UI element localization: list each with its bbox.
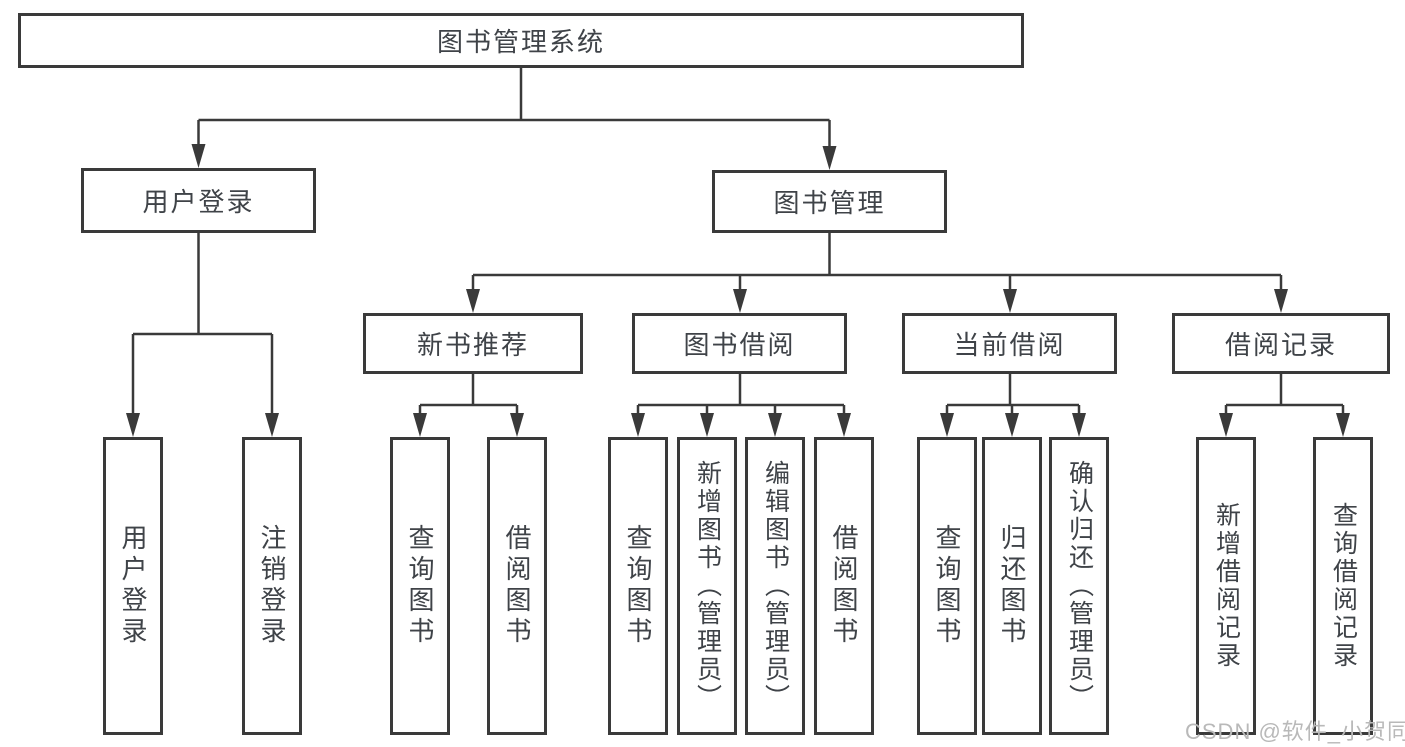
node-current-borrow-label: 当前借阅	[953, 330, 1066, 360]
node-book-management-label: 图书管理	[773, 188, 886, 218]
wire-borrow-records-children	[1219, 374, 1350, 437]
leaf-current-query-books-label: 查询图书	[932, 524, 962, 648]
leaf-current-confirm-return-admin-label: 确认归还（管理员）	[1065, 460, 1094, 712]
node-book-management: 图书管理	[712, 170, 947, 233]
leaf-user-login-label: 用户登录	[118, 524, 148, 648]
node-new-book-recommend-label: 新书推荐	[416, 330, 529, 360]
leaf-records-query-record: 查询借阅记录	[1313, 437, 1373, 735]
leaf-current-return-books: 归还图书	[982, 437, 1042, 735]
leaf-borrow-borrow-books-label: 借阅图书	[829, 524, 859, 648]
watermark: CSDN @软件_小贺同学	[1185, 719, 1405, 744]
leaf-newbook-borrow-books: 借阅图书	[487, 437, 547, 735]
leaf-newbook-query-books: 查询图书	[390, 437, 450, 735]
wire-user-login-children	[126, 233, 279, 437]
leaf-borrow-edit-books-admin: 编辑图书（管理员）	[745, 437, 805, 735]
leaf-borrow-add-books-admin: 新增图书（管理员）	[677, 437, 737, 735]
leaf-records-query-record-label: 查询借阅记录	[1329, 502, 1358, 670]
leaf-records-add-record-label: 新增借阅记录	[1212, 502, 1241, 670]
node-borrow-records: 借阅记录	[1172, 313, 1390, 374]
wire-current-borrow-children	[940, 374, 1086, 437]
leaf-current-confirm-return-admin: 确认归还（管理员）	[1049, 437, 1109, 735]
leaf-logout: 注销登录	[242, 437, 302, 735]
leaf-borrow-query-books-label: 查询图书	[623, 524, 653, 648]
node-book-borrow-label: 图书借阅	[683, 330, 796, 360]
wire-root-to-level1	[191, 68, 837, 170]
wire-new-book-children	[413, 374, 524, 437]
leaf-records-add-record: 新增借阅记录	[1196, 437, 1256, 735]
wire-book-management-children	[466, 233, 1288, 313]
leaf-borrow-query-books: 查询图书	[608, 437, 668, 735]
node-root-label: 图书管理系统	[436, 27, 605, 57]
leaf-newbook-query-books-label: 查询图书	[405, 524, 435, 648]
leaf-current-query-books: 查询图书	[917, 437, 977, 735]
node-book-borrow: 图书借阅	[632, 313, 847, 374]
wire-book-borrow-children	[631, 374, 851, 437]
leaf-borrow-borrow-books: 借阅图书	[814, 437, 874, 735]
leaf-current-return-books-label: 归还图书	[997, 524, 1027, 648]
node-current-borrow: 当前借阅	[902, 313, 1117, 374]
node-root: 图书管理系统	[18, 13, 1024, 68]
leaf-borrow-add-books-admin-label: 新增图书（管理员）	[693, 460, 722, 712]
node-borrow-records-label: 借阅记录	[1224, 330, 1337, 360]
node-user-login: 用户登录	[81, 168, 316, 233]
leaf-logout-label: 注销登录	[257, 524, 287, 648]
leaf-newbook-borrow-books-label: 借阅图书	[502, 524, 532, 648]
node-user-login-label: 用户登录	[142, 187, 255, 217]
leaf-borrow-edit-books-admin-label: 编辑图书（管理员）	[761, 460, 790, 712]
leaf-user-login: 用户登录	[103, 437, 163, 735]
node-new-book-recommend: 新书推荐	[363, 313, 583, 374]
